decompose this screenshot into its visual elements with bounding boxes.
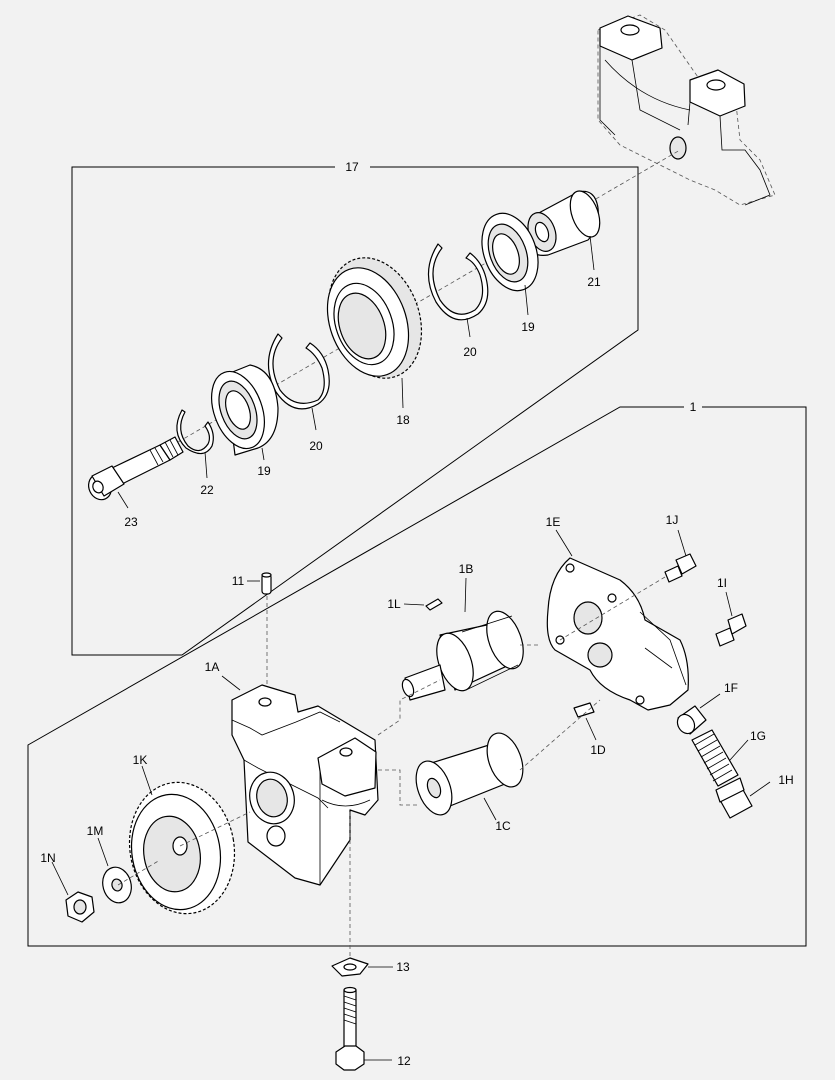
callout-19-upper: 19 [521, 320, 535, 334]
callout-21: 21 [587, 275, 601, 289]
callout-1K: 1K [133, 753, 148, 767]
callout-12: 12 [397, 1054, 411, 1068]
callout-1I: 1I [717, 576, 727, 590]
callout-20-lower: 20 [309, 439, 323, 453]
spur-gear-1C [415, 732, 524, 821]
mounting-bracket [597, 14, 776, 206]
callout-19-lower: 19 [257, 464, 271, 478]
valve-1F [676, 693, 721, 735]
callout-1C: 1C [495, 819, 511, 833]
callout-1A: 1A [205, 660, 220, 674]
bolt-1I [715, 591, 747, 647]
callout-1G: 1G [750, 729, 766, 743]
pin-1D [573, 702, 597, 741]
snap-ring-20-upper [427, 243, 489, 338]
callout-1L: 1L [387, 597, 401, 611]
callout-1N: 1N [40, 851, 55, 865]
callout-18: 18 [396, 413, 410, 427]
snap-ring-20-lower [267, 333, 330, 431]
assembly-17-outline [71, 166, 639, 656]
callout-1E: 1E [546, 515, 561, 529]
bolt-12 [335, 986, 392, 1071]
callout-1: 1 [690, 400, 697, 414]
washer-1M [97, 837, 132, 904]
callout-13: 13 [396, 960, 410, 974]
dowel-pin-11 [247, 572, 272, 690]
snap-ring-22 [176, 409, 214, 479]
helical-gear-18 [326, 257, 423, 409]
spring-1G [691, 729, 749, 787]
callout-1F: 1F [724, 681, 738, 695]
nut-1N [51, 861, 95, 923]
pump-housing-1A [221, 675, 379, 886]
callout-1B: 1B [459, 562, 474, 576]
callout-11: 11 [232, 574, 245, 588]
callout-22: 22 [200, 483, 214, 497]
bolt-1J [559, 529, 697, 641]
callout-17: 17 [345, 160, 359, 174]
callout-1D: 1D [590, 743, 606, 757]
callout-1M: 1M [87, 824, 104, 838]
gear-1K [128, 765, 251, 915]
bolt-23 [88, 436, 184, 509]
bearing-19-lower [211, 364, 279, 461]
callout-23: 23 [124, 515, 138, 529]
bearing-19-upper [481, 212, 539, 316]
lock-washer-13 [331, 957, 393, 977]
key-1L [403, 598, 443, 611]
callout-1H: 1H [778, 773, 793, 787]
cover-plate-1E [546, 529, 689, 711]
assembly-1-outline [27, 406, 807, 947]
callout-20-upper: 20 [463, 345, 477, 359]
callout-1J: 1J [666, 513, 679, 527]
bushing-21 [525, 190, 601, 271]
plug-1H [715, 777, 771, 819]
spur-gear-1B [401, 577, 524, 701]
